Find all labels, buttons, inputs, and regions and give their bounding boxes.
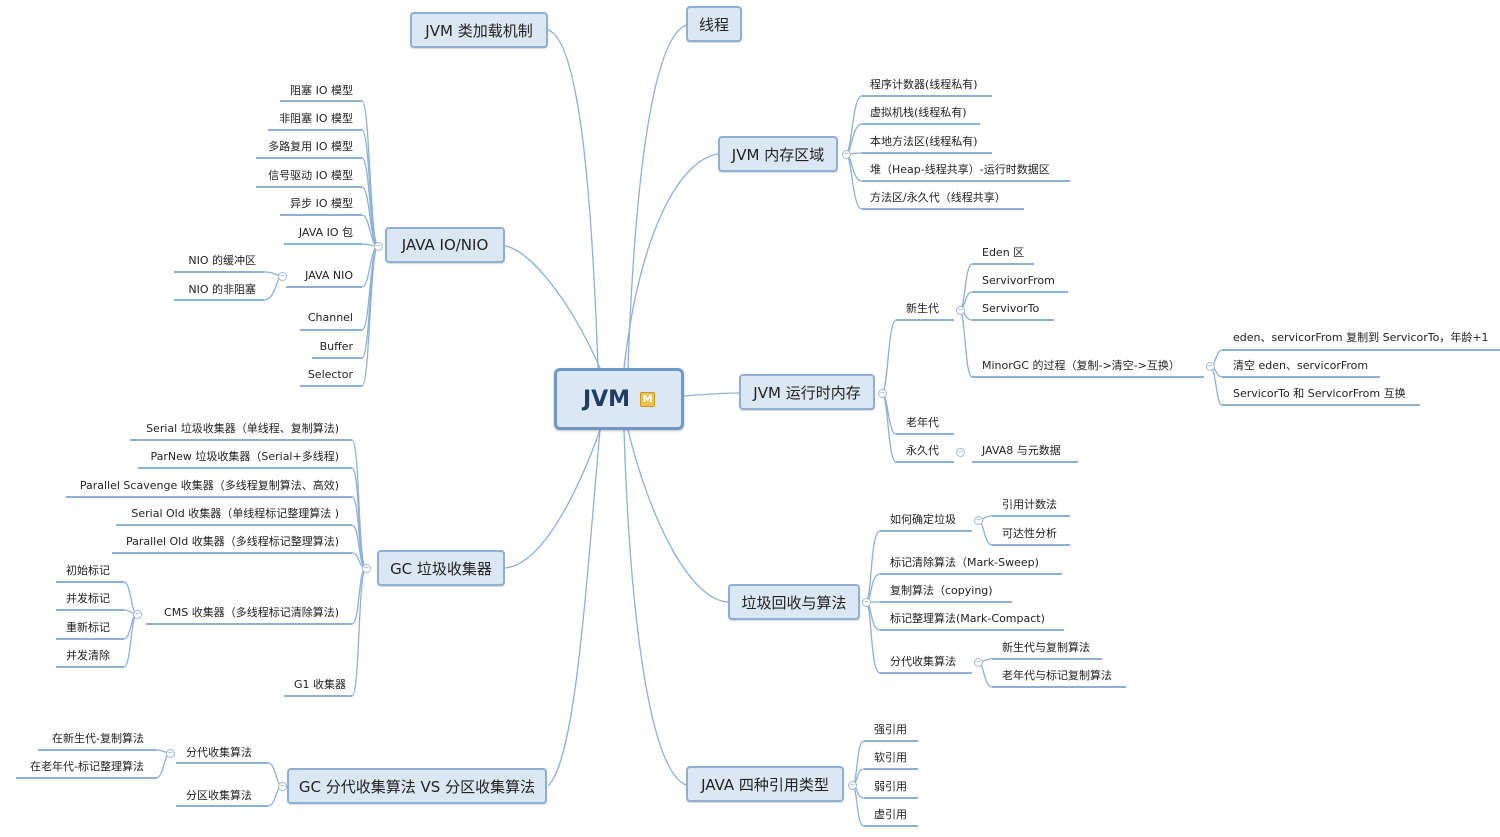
gen-region[interactable]: 分区收集算法 [186, 789, 252, 802]
algo-copying[interactable]: 复制算法（copying) [890, 584, 993, 597]
memory-item-pc[interactable]: 程序计数器(线程私有) [870, 78, 978, 91]
topic-java-io-nio[interactable]: JAVA IO/NIO [385, 227, 505, 263]
topic-generational-vs-region[interactable]: GC 分代收集算法 VS 分区收集算法 [287, 768, 547, 804]
collector-parnew[interactable]: ParNew 垃圾收集器（Serial+多线程) [150, 450, 339, 463]
runtime-young[interactable]: 新生代 [906, 302, 939, 315]
io-item-blocking[interactable]: 阻塞 IO 模型 [290, 84, 353, 97]
collector-parallel-old[interactable]: Parallel Old 收集器（多线程标记整理算法) [125, 535, 339, 548]
memory-item-method-area[interactable]: 方法区/永久代（线程共享） [870, 191, 1006, 204]
minorgc-step-copy[interactable]: eden、servicorFrom 复制到 ServicorTo，年龄+1 [1233, 331, 1489, 344]
collapse-toggle-icon[interactable]: − [362, 564, 371, 573]
nio-item-buffer[interactable]: NIO 的缓冲区 [188, 254, 256, 267]
topic-runtime-memory[interactable]: JVM 运行时内存 [739, 374, 875, 410]
young-minorgc[interactable]: MinorGC 的过程（复制->清空->互换） [982, 359, 1180, 372]
ref-strong[interactable]: 强引用 [874, 723, 907, 736]
collapse-toggle-icon[interactable]: − [374, 242, 383, 251]
io-item-buffer[interactable]: Buffer [319, 340, 353, 353]
io-item-multiplexing[interactable]: 多路复用 IO 模型 [268, 140, 353, 153]
algo-reachability[interactable]: 可达性分析 [1002, 527, 1057, 540]
cms-concurrent-mark[interactable]: 并发标记 [66, 592, 110, 605]
cms-remark[interactable]: 重新标记 [66, 621, 110, 634]
ref-weak[interactable]: 弱引用 [874, 780, 907, 793]
topic-gc-algorithms[interactable]: 垃圾回收与算法 [728, 584, 860, 620]
collapse-toggle-icon[interactable]: − [956, 448, 965, 457]
collapse-toggle-icon[interactable]: − [278, 272, 287, 281]
memory-item-heap[interactable]: 堆（Heap-线程共享）-运行时数据区 [870, 163, 1050, 176]
young-survivor-from[interactable]: ServivorFrom [982, 274, 1055, 287]
io-item-nonblocking[interactable]: 非阻塞 IO 模型 [279, 112, 353, 125]
young-survivor-to[interactable]: ServivorTo [982, 302, 1040, 315]
topic-memory-area[interactable]: JVM 内存区域 [718, 136, 838, 172]
nio-item-nonblocking[interactable]: NIO 的非阻塞 [188, 283, 256, 296]
collapse-toggle-icon[interactable]: − [974, 658, 983, 667]
minorgc-step-swap[interactable]: ServicorTo 和 ServicorFrom 互换 [1233, 387, 1406, 400]
collapse-toggle-icon[interactable]: − [848, 781, 857, 790]
io-item-selector[interactable]: Selector [307, 368, 353, 381]
young-eden[interactable]: Eden 区 [982, 246, 1025, 259]
topic-classloading[interactable]: JVM 类加载机制 [410, 12, 548, 48]
algo-ref-count[interactable]: 引用计数法 [1002, 498, 1057, 511]
io-item-channel[interactable]: Channel [307, 311, 353, 324]
marker-icon: M [640, 391, 656, 407]
algo-identify[interactable]: 如何确定垃圾 [890, 513, 956, 526]
collector-cms[interactable]: CMS 收集器（多线程标记清除算法) [164, 606, 339, 619]
minorgc-step-clear[interactable]: 清空 eden、servicorFrom [1233, 359, 1369, 372]
collapse-toggle-icon[interactable]: − [862, 598, 871, 607]
collector-g1[interactable]: G1 收集器 [293, 678, 346, 691]
collapse-toggle-icon[interactable]: − [878, 389, 887, 398]
memory-item-native[interactable]: 本地方法区(线程私有) [870, 135, 978, 148]
collapse-toggle-icon[interactable]: − [1206, 362, 1215, 371]
gen-old-mark-compact[interactable]: 在老年代-标记整理算法 [30, 760, 144, 773]
runtime-old[interactable]: 老年代 [906, 416, 939, 429]
root-label: JVM [582, 386, 631, 412]
algo-generational[interactable]: 分代收集算法 [890, 655, 956, 668]
collapse-toggle-icon[interactable]: − [842, 150, 851, 159]
collapse-toggle-icon[interactable]: − [166, 749, 175, 758]
algo-young-copy[interactable]: 新生代与复制算法 [1002, 641, 1090, 654]
algo-old-mark[interactable]: 老年代与标记复制算法 [1002, 669, 1112, 682]
topic-references[interactable]: JAVA 四种引用类型 [686, 766, 844, 802]
collapse-toggle-icon[interactable]: − [278, 782, 287, 791]
ref-phantom[interactable]: 虚引用 [874, 808, 907, 821]
collapse-toggle-icon[interactable]: − [133, 610, 142, 619]
collector-parallel-scavenge[interactable]: Parallel Scavenge 收集器（多线程复制算法、高效) [79, 479, 339, 492]
gen-young-copy[interactable]: 在新生代-复制算法 [52, 732, 144, 745]
io-item-java-io-package[interactable]: JAVA IO 包 [298, 226, 353, 239]
algo-mark-sweep[interactable]: 标记清除算法（Mark-Sweep) [890, 556, 1039, 569]
gen-generational[interactable]: 分代收集算法 [186, 746, 252, 759]
ref-soft[interactable]: 软引用 [874, 751, 907, 764]
cms-initial-mark[interactable]: 初始标记 [66, 564, 110, 577]
memory-item-vm-stack[interactable]: 虚拟机栈(线程私有) [870, 106, 967, 119]
io-item-java-nio[interactable]: JAVA NIO [305, 269, 353, 282]
io-item-signal[interactable]: 信号驱动 IO 模型 [268, 169, 353, 182]
io-item-async[interactable]: 异步 IO 模型 [290, 197, 353, 210]
collector-serial[interactable]: Serial 垃圾收集器（单线程、复制算法) [146, 422, 339, 435]
collapse-toggle-icon[interactable]: − [974, 516, 983, 525]
collector-serial-old[interactable]: Serial Old 收集器（单线程标记整理算法 ) [131, 507, 339, 520]
cms-concurrent-sweep[interactable]: 并发清除 [66, 649, 110, 662]
topic-gc-collectors[interactable]: GC 垃圾收集器 [377, 550, 505, 586]
topic-thread[interactable]: 线程 [686, 6, 742, 42]
root-topic[interactable]: JVM M [554, 368, 684, 430]
runtime-perm[interactable]: 永久代 [906, 444, 939, 457]
algo-mark-compact[interactable]: 标记整理算法(Mark-Compact) [890, 612, 1045, 625]
collapse-toggle-icon[interactable]: − [956, 306, 965, 315]
runtime-java8-metadata[interactable]: JAVA8 与元数据 [982, 444, 1061, 457]
